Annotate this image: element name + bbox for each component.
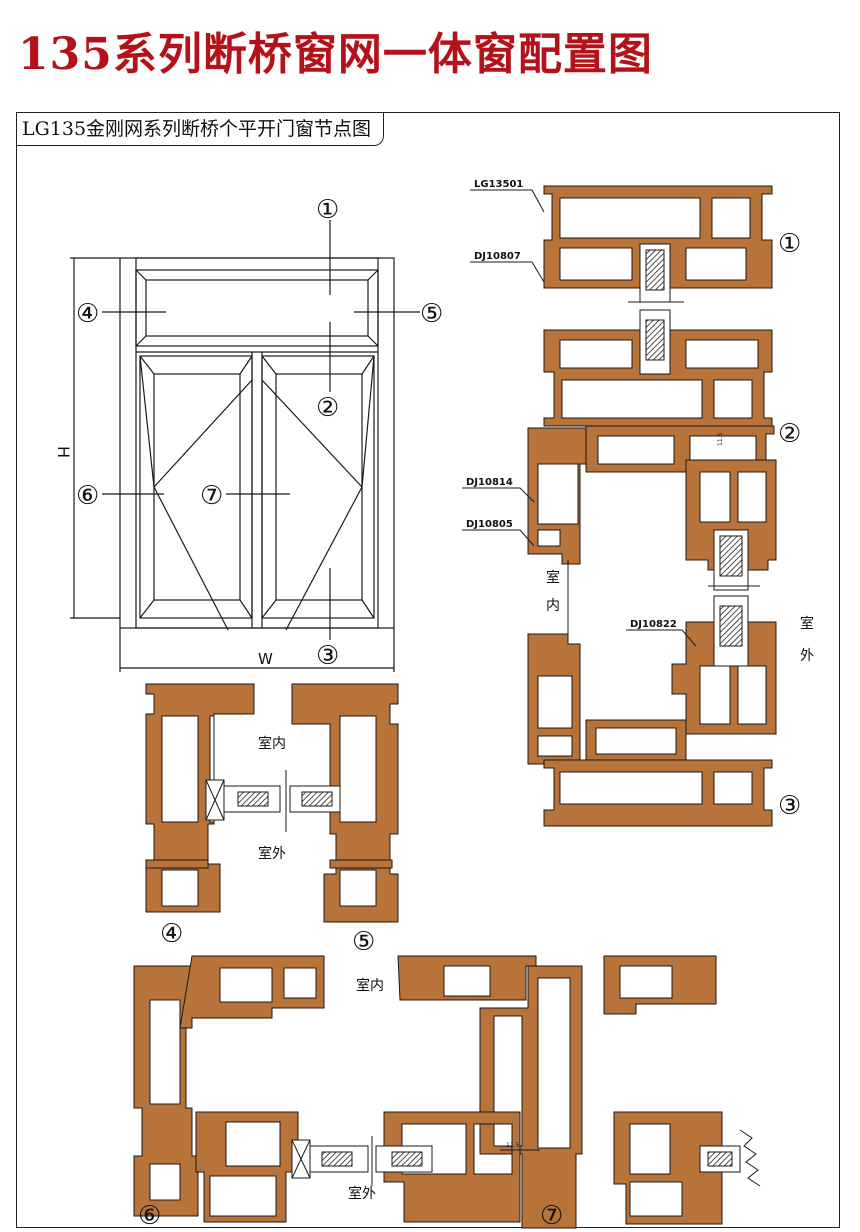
corner-line bbox=[139, 355, 155, 375]
profile-lower-rail bbox=[585, 719, 687, 763]
profile-section-7-right-top bbox=[603, 955, 717, 1015]
profile-dj10814 bbox=[527, 427, 587, 565]
glass-spacer bbox=[707, 1151, 733, 1167]
section-4-5-indoor: 室内 bbox=[258, 735, 286, 752]
section-marker-6: ⑥ bbox=[138, 1201, 161, 1231]
section-6-7-outdoor: 室外 bbox=[348, 1185, 376, 1202]
glass-spacer bbox=[321, 1151, 353, 1167]
profile-section-6-sash bbox=[179, 955, 325, 1029]
section-1-3-glass bbox=[567, 243, 760, 667]
glass-spacer bbox=[719, 535, 743, 577]
break-line bbox=[739, 1129, 761, 1187]
leader-dj10822 bbox=[626, 629, 697, 647]
outdoor-char-2: 外 bbox=[800, 648, 814, 664]
section-marker-4: ④ bbox=[160, 919, 183, 949]
profile-left-lower bbox=[527, 633, 581, 765]
width-label: W bbox=[258, 650, 273, 668]
corner-line bbox=[367, 335, 379, 347]
profile-bottom-frame bbox=[543, 759, 773, 827]
glass-spacer bbox=[645, 319, 665, 361]
window-elevation bbox=[70, 220, 420, 672]
height-label: H bbox=[54, 446, 73, 458]
transom-sash bbox=[135, 269, 379, 347]
corner-line bbox=[135, 269, 147, 281]
profile-section-4 bbox=[145, 683, 255, 913]
elevation-marker-3: ③ bbox=[316, 641, 339, 671]
transom-glass bbox=[145, 279, 369, 337]
corner-line bbox=[135, 335, 147, 347]
part-label-dj10805: DJ10805 bbox=[466, 519, 513, 530]
section-6-7-glass bbox=[291, 1129, 761, 1187]
profile-dj10822-lower bbox=[671, 621, 777, 735]
section-6-7-dim: 11.5 bbox=[506, 1142, 520, 1149]
corner-line bbox=[139, 599, 155, 619]
section-marker-7: ⑦ bbox=[540, 1201, 563, 1231]
rail-5 bbox=[329, 859, 393, 869]
section-6-7-profiles bbox=[133, 955, 723, 1229]
drawing-frame bbox=[16, 112, 840, 1228]
section-4-5-glass bbox=[205, 770, 341, 832]
section-6-7-indoor: 室内 bbox=[356, 977, 384, 994]
profile-section-6-bottom bbox=[195, 1111, 299, 1223]
glass-spacer bbox=[301, 791, 333, 807]
elevation-marker-1: ① bbox=[316, 195, 339, 225]
glass-spacer bbox=[237, 791, 269, 807]
corner-line bbox=[239, 355, 253, 375]
part-label-dj10822: DJ10822 bbox=[630, 619, 677, 630]
profile-dj10822-upper bbox=[685, 459, 777, 571]
profile-section-7-mullion bbox=[479, 965, 583, 1229]
section-marker-2: ② bbox=[778, 419, 801, 449]
open-indicator-left bbox=[153, 486, 229, 631]
corner-line bbox=[239, 599, 253, 619]
rail-4 bbox=[145, 859, 209, 869]
leader-dj10814 bbox=[462, 487, 535, 503]
section-marker-3: ③ bbox=[778, 791, 801, 821]
elevation-marker-4: ④ bbox=[76, 299, 99, 329]
elevation-marker-6: ⑥ bbox=[76, 481, 99, 511]
indoor-char-1: 室 bbox=[546, 569, 560, 586]
inner-frame bbox=[135, 257, 379, 629]
part-label-lg13501: LG13501 bbox=[474, 179, 523, 190]
elevation-marker-2: ② bbox=[316, 393, 339, 423]
part-label-dj10807: DJ10807 bbox=[474, 251, 521, 262]
section-1-3-leaders bbox=[462, 189, 697, 647]
drawing-subtitle: LG135金刚网系列断桥个平开门窗节点图 bbox=[16, 112, 385, 146]
elevation-marker-7: ⑦ bbox=[200, 481, 223, 511]
open-indicator-right bbox=[285, 486, 363, 631]
section-marker-1: ① bbox=[778, 229, 801, 259]
corner-line bbox=[361, 599, 375, 619]
corner-line bbox=[361, 355, 375, 375]
outdoor-char-1: 室 bbox=[800, 615, 814, 632]
section-marker-5: ⑤ bbox=[352, 927, 375, 957]
glass-spacer bbox=[391, 1151, 423, 1167]
section-4-5-outdoor: 室外 bbox=[258, 845, 286, 862]
corner-line bbox=[367, 269, 379, 281]
left-sash bbox=[139, 355, 253, 619]
dim-label-a: 11.5 bbox=[717, 432, 724, 446]
part-label-dj10814: DJ10814 bbox=[466, 477, 513, 488]
indoor-char-2: 内 bbox=[546, 598, 560, 614]
outer-frame bbox=[119, 257, 395, 629]
corner-line bbox=[261, 355, 277, 375]
seal-cross bbox=[205, 779, 225, 821]
seal-cross bbox=[291, 1139, 311, 1179]
leader-dj10807 bbox=[470, 261, 545, 283]
profile-mid-top bbox=[397, 955, 537, 1001]
page-title: 135系列断桥窗网一体窗配置图 bbox=[18, 29, 653, 80]
leader-dj10805 bbox=[462, 529, 535, 547]
elevation-marker-5: ⑤ bbox=[420, 299, 443, 329]
leader-lg13501 bbox=[470, 189, 545, 213]
open-indicator-left bbox=[139, 355, 253, 489]
section-1-3-profiles bbox=[527, 185, 777, 827]
glass-spacer bbox=[719, 605, 743, 647]
glass-spacer bbox=[645, 249, 665, 291]
corner-line bbox=[261, 599, 277, 619]
profile-section-7-right-bottom bbox=[613, 1111, 723, 1225]
section-4-profiles bbox=[145, 683, 255, 913]
